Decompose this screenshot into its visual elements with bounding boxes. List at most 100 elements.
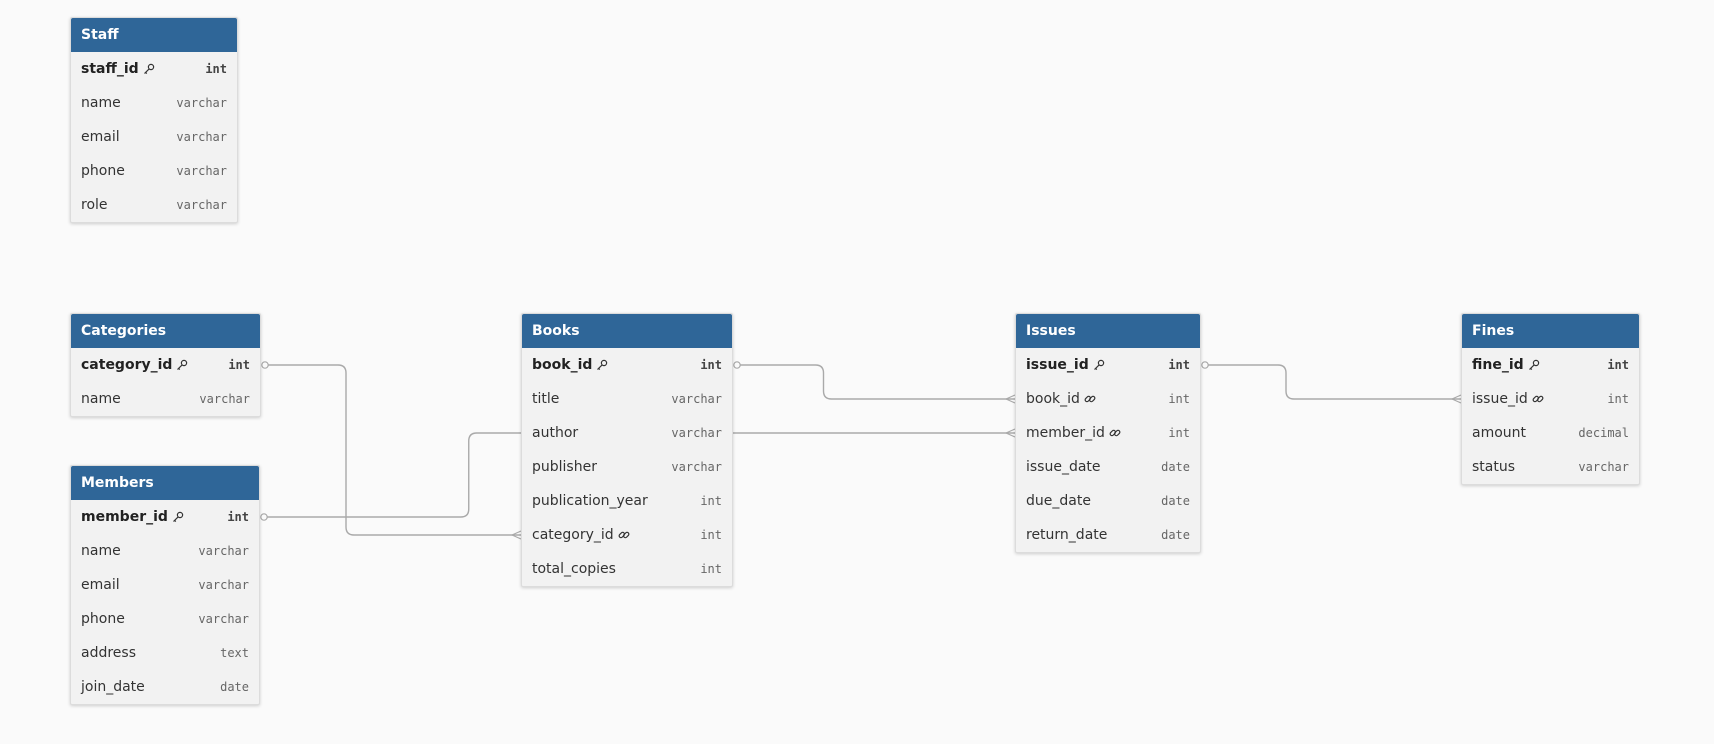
field-type: date [1161,494,1190,508]
field-row[interactable]: phone varchar [71,154,237,188]
field-name-text: category_id [532,527,614,543]
field-name-text: issue_id [1472,391,1528,407]
field-name-text: author [532,425,579,441]
relationship-line [1207,364,1461,400]
field-name: book_id [1026,391,1096,407]
field-name-text: name [81,391,121,407]
field-name: name [81,95,121,111]
field-type: int [1168,426,1190,440]
field-row[interactable]: total_copies int [522,552,732,586]
many-end-marker [1005,428,1016,438]
field-type: int [700,562,722,576]
field-name-text: category_id [81,357,173,373]
field-type: varchar [198,544,249,558]
field-type: varchar [198,612,249,626]
field-name: member_id [1026,425,1121,441]
one-end-marker [261,361,269,369]
key-icon [176,359,188,371]
field-name: address [81,645,136,661]
field-name: return_date [1026,527,1107,543]
field-type: date [1161,460,1190,474]
link-icon [1109,427,1121,439]
field-name: amount [1472,425,1526,441]
field-name-text: fine_id [1472,357,1524,373]
field-name-text: staff_id [81,61,139,77]
table-header[interactable]: Members [71,466,259,500]
field-name: total_copies [532,561,616,577]
field-name: name [81,543,121,559]
field-name-text: publication_year [532,493,648,509]
field-name: title [532,391,559,407]
one-end-marker [733,361,741,369]
field-row[interactable]: category_id int [522,518,732,552]
field-row[interactable]: return_date date [1016,518,1200,552]
link-icon [618,529,630,541]
field-name-text: address [81,645,137,661]
field-row[interactable]: due_date date [1016,484,1200,518]
table-header[interactable]: Fines [1462,314,1639,348]
field-name: staff_id [81,61,155,77]
field-type: int [700,528,722,542]
table-header[interactable]: Staff [71,18,237,52]
field-row[interactable]: title varchar [522,382,732,416]
field-type: decimal [1578,426,1629,440]
field-name-text: issue_id [1026,357,1089,373]
field-type: varchar [671,392,722,406]
field-row[interactable]: amount decimal [1462,416,1639,450]
field-name-text: due_date [1026,493,1091,509]
one-end-marker [1201,361,1209,369]
relationship-line [739,364,1015,400]
table-header[interactable]: Issues [1016,314,1200,348]
field-name: member_id [81,509,184,525]
field-row[interactable]: member_id int [1016,416,1200,450]
field-row[interactable]: book_id int [1016,382,1200,416]
field-name-text: role [81,197,108,213]
field-name-text: book_id [532,357,593,373]
field-row[interactable]: phone varchar [71,602,259,636]
field-name-text: phone [81,611,125,627]
field-name-text: join_date [81,679,145,695]
field-row[interactable]: publication_year int [522,484,732,518]
field-name-text: status [1472,459,1516,475]
field-name: issue_id [1026,357,1105,373]
field-row[interactable]: name varchar [71,534,259,568]
field-name-text: title [532,391,560,407]
field-name-text: name [81,95,121,111]
field-name: due_date [1026,493,1091,509]
field-name-text: member_id [81,509,168,525]
table-header[interactable]: Categories [71,314,260,348]
table-header[interactable]: Books [522,314,732,348]
field-name-text: return_date [1026,527,1108,543]
field-type: int [1168,392,1190,406]
field-type: int [700,494,722,508]
field-name: email [81,577,120,593]
field-name-text: book_id [1026,391,1080,407]
field-type: date [1161,528,1190,542]
field-name-text: phone [81,163,125,179]
field-type: varchar [176,164,227,178]
